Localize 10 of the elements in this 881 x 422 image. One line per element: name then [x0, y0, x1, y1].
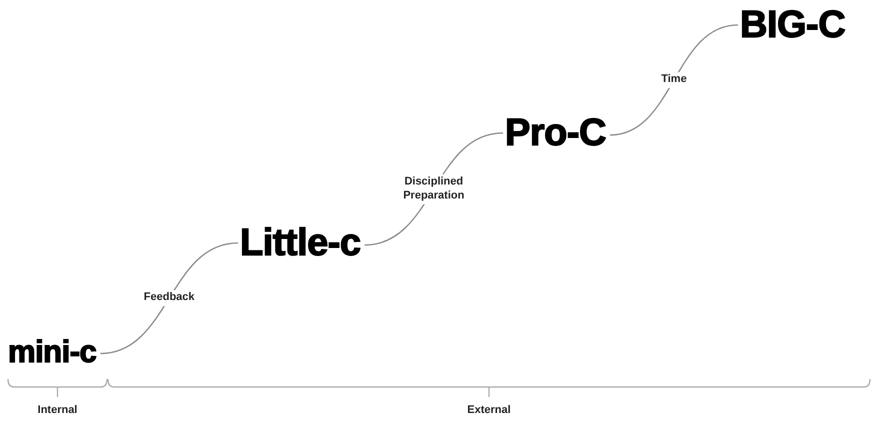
stage-heading: Pro-C — [505, 114, 606, 152]
stage-heading: BIG-C — [740, 6, 846, 44]
curved-connector — [610, 24, 738, 136]
curved-connector — [100, 242, 238, 354]
bracket-label: External — [467, 404, 511, 416]
stage-heading: mini-c — [8, 336, 96, 367]
edge-label: Time — [659, 72, 689, 88]
stage-heading: Little-c — [240, 224, 361, 262]
bracket-label: Internal — [38, 404, 78, 416]
edge-label: Feedback — [142, 290, 197, 306]
